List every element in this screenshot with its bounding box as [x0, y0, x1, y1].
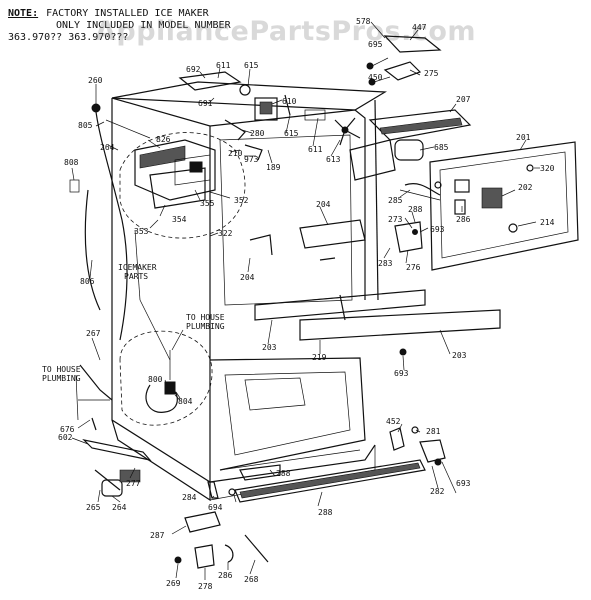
part-label-287: 287	[150, 531, 165, 540]
part-label-285: 285	[388, 196, 403, 205]
part-label-808: 808	[64, 158, 79, 167]
part-label-219: 219	[312, 353, 327, 362]
part-label-806: 806	[80, 277, 95, 286]
part-label-283: 283	[378, 259, 393, 268]
part-label-286b: 286	[218, 571, 233, 580]
part-label-260: 260	[88, 76, 103, 85]
part-label-354: 354	[172, 215, 187, 224]
part-label-613: 613	[326, 155, 341, 164]
part-label-214: 214	[540, 218, 555, 227]
part-label-288a: 288	[408, 205, 423, 214]
cabinet-body	[111, 81, 387, 502]
watermark-text: AppliancePartsPros.com	[95, 16, 477, 47]
part-label-805: 805	[78, 121, 93, 130]
part-number-labels: 578 447 695 450 275 692 611 615 691 610 …	[58, 17, 555, 591]
part-label-265: 265	[86, 503, 101, 512]
part-label-694: 694	[208, 503, 223, 512]
part-label-282: 282	[430, 487, 445, 496]
part-label-204a: 204	[316, 200, 331, 209]
note-line-2: ONLY INCLUDED IN MODEL NUMBER	[56, 20, 231, 31]
to-house-plumbing-b-2: PLUMBING	[42, 374, 81, 383]
part-label-447: 447	[412, 23, 427, 32]
part-label-693b: 693	[394, 369, 409, 378]
part-label-267: 267	[86, 329, 101, 338]
part-label-264b: 264	[112, 503, 127, 512]
to-house-plumbing-a-2: PLUMBING	[186, 322, 225, 331]
part-label-276: 276	[406, 263, 421, 272]
part-label-804: 804	[178, 397, 193, 406]
part-label-280: 280	[250, 129, 265, 138]
shelf-supports	[249, 219, 501, 356]
part-label-611b: 611	[308, 145, 323, 154]
part-label-203b: 203	[452, 351, 467, 360]
to-house-plumbing-a-1: TO HOUSE	[186, 313, 225, 322]
part-label-685: 685	[434, 143, 449, 152]
part-label-578: 578	[356, 17, 371, 26]
note-line-3: 363.970?? 363.970???	[8, 32, 129, 43]
part-label-826: 826	[156, 135, 171, 144]
part-label-615: 615	[244, 61, 259, 70]
part-label-676: 676	[60, 425, 75, 434]
part-label-207: 207	[456, 95, 471, 104]
note-label: NOTE:	[8, 8, 39, 19]
part-label-693c: 693	[456, 479, 471, 488]
part-label-611a: 611	[216, 61, 231, 70]
part-label-268: 268	[244, 575, 259, 584]
part-label-355: 355	[200, 199, 215, 208]
part-label-264a: 264	[100, 143, 115, 152]
part-label-800: 800	[148, 375, 163, 384]
plumbing-kit	[75, 330, 213, 426]
part-label-610: 610	[282, 97, 297, 106]
top-controls	[178, 35, 472, 181]
note-line-1: NOTE:FACTORY INSTALLED ICE MAKER	[8, 8, 209, 19]
part-label-353: 353	[134, 227, 149, 236]
part-label-189: 189	[266, 163, 281, 172]
part-label-695: 695	[368, 40, 383, 49]
part-label-692: 692	[186, 65, 201, 74]
part-label-203a: 203	[262, 343, 277, 352]
part-label-204b: 204	[240, 273, 255, 282]
part-label-273: 273	[388, 215, 403, 224]
part-label-322: 322	[218, 229, 233, 238]
icemaker-parts-label-2: PARTS	[124, 272, 148, 281]
part-label-973: 973	[244, 155, 259, 164]
lower-left-parts	[82, 417, 152, 497]
part-label-288c: 288	[318, 508, 333, 517]
part-label-201: 201	[516, 133, 531, 142]
factory-note: NOTE:FACTORY INSTALLED ICE MAKER ONLY IN…	[8, 8, 231, 44]
to-house-plumbing-b-1: TO HOUSE	[42, 365, 81, 374]
part-label-286a: 286	[456, 215, 471, 224]
part-label-269: 269	[166, 579, 181, 588]
part-label-693a: 693	[430, 225, 445, 234]
lower-right-parts	[174, 426, 446, 569]
part-label-602: 602	[58, 433, 73, 442]
part-label-452: 452	[386, 417, 401, 426]
part-label-320: 320	[540, 164, 555, 173]
part-label-275: 275	[424, 69, 439, 78]
callout-labels: ICEMAKER PARTS TO HOUSE PLUMBING TO HOUS…	[42, 263, 225, 383]
part-label-278: 278	[198, 582, 213, 591]
icemaker-parts-label-1: ICEMAKER	[118, 263, 157, 272]
leader-lines	[71, 21, 540, 580]
part-label-210: 210	[228, 149, 243, 158]
part-label-288b: 288	[276, 469, 291, 478]
part-label-202: 202	[518, 183, 533, 192]
part-label-284: 284	[182, 493, 197, 502]
part-label-615b: 615	[284, 129, 299, 138]
part-label-691: 691	[198, 99, 213, 108]
part-label-450: 450	[368, 73, 383, 82]
part-label-352: 352	[234, 196, 249, 205]
part-label-277: 277	[126, 479, 141, 488]
control-panel	[399, 141, 579, 271]
part-label-281: 281	[426, 427, 441, 436]
icemaker-assembly	[69, 103, 246, 341]
